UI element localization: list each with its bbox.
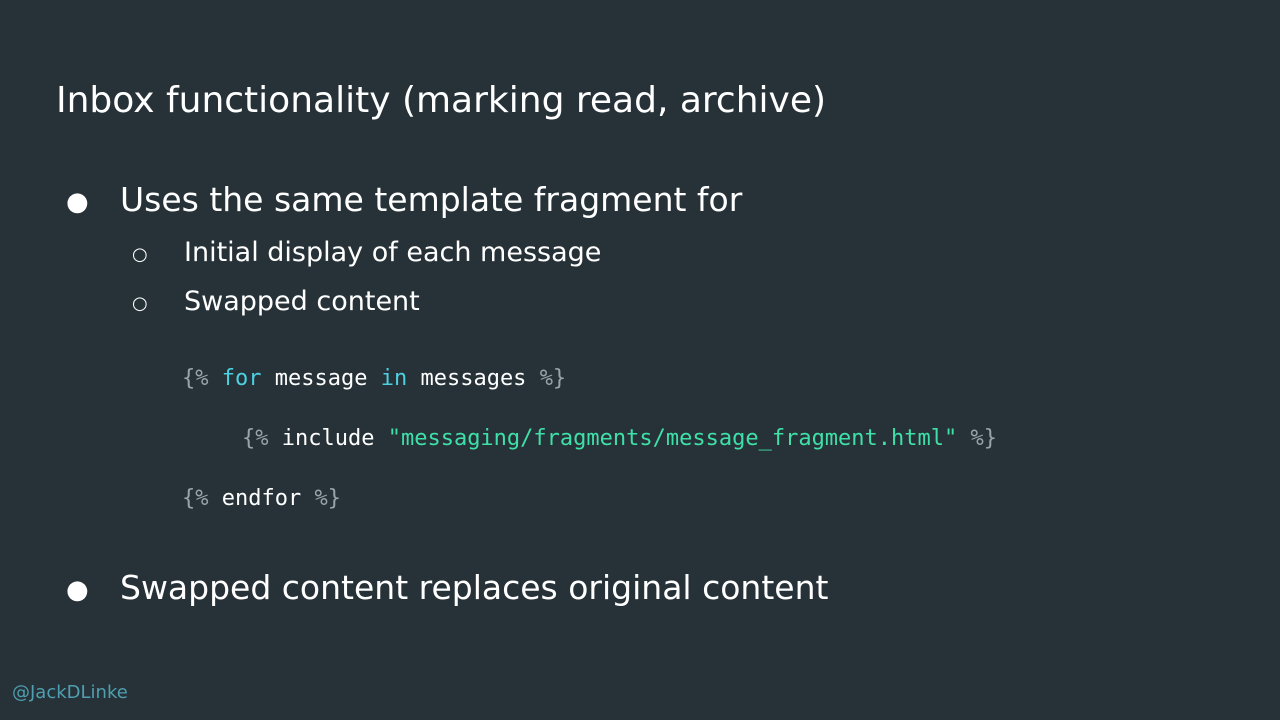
bullet-marker: ● <box>66 187 89 217</box>
author-handle: @JackDLinke <box>12 682 128 703</box>
code-keyword-endfor: endfor <box>221 486 302 511</box>
sub-bullet-text: Initial display of each message <box>184 237 602 268</box>
code-close-delimiter: %} <box>539 366 567 391</box>
code-variable: message <box>274 366 368 391</box>
code-line-for: {% for message in messages %} <box>182 366 566 391</box>
bullet-marker: ● <box>66 575 89 605</box>
bullet-item: ● Uses the same template fragment for <box>66 180 743 219</box>
sub-bullet-item: ○ Initial display of each message <box>132 237 602 268</box>
bullet-text: Uses the same template fragment for <box>120 180 743 219</box>
bullet-text: Swapped content replaces original conten… <box>120 568 829 607</box>
slide-title: Inbox functionality (marking read, archi… <box>56 80 827 121</box>
code-open-delimiter: {% <box>182 366 209 391</box>
code-line-endfor: {% endfor %} <box>182 486 341 511</box>
code-string: "messaging/fragments/message_fragment.ht… <box>387 426 958 451</box>
code-open-delimiter: {% <box>242 426 269 451</box>
code-keyword-include: include <box>281 426 375 451</box>
code-open-delimiter: {% <box>182 486 209 511</box>
code-close-delimiter: %} <box>314 486 341 511</box>
code-keyword-in: in <box>380 366 408 391</box>
bullet-item: ● Swapped content replaces original cont… <box>66 568 829 607</box>
code-keyword-for: for <box>221 366 262 391</box>
sub-bullet-marker: ○ <box>132 293 148 314</box>
code-iterable: messages <box>420 366 527 391</box>
sub-bullet-item: ○ Swapped content <box>132 286 420 317</box>
sub-bullet-marker: ○ <box>132 244 148 265</box>
sub-bullet-text: Swapped content <box>184 286 420 317</box>
code-line-include: {% include "messaging/fragments/message_… <box>242 426 997 451</box>
code-close-delimiter: %} <box>970 426 998 451</box>
